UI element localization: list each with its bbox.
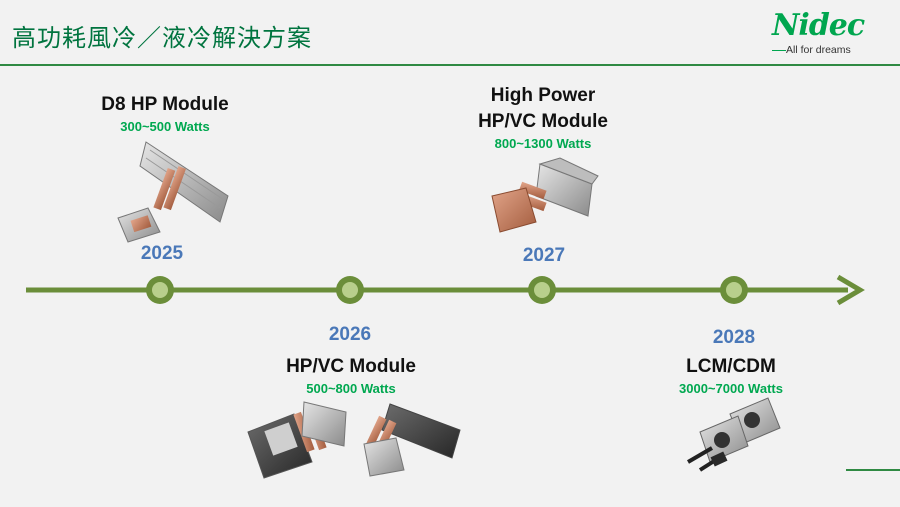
milestone-2025-label: D8 HP Module 300~500 Watts <box>80 92 250 136</box>
high-power-hp-vc-module-image <box>491 157 599 233</box>
product-name-line-1: High Power <box>490 85 596 106</box>
power-range: 800~1300 Watts <box>494 136 592 151</box>
power-range: 3000~7000 Watts <box>679 381 783 396</box>
milestone-node-2027 <box>528 276 556 304</box>
footer-divider <box>846 469 900 471</box>
product-name-line-2: HP/VC Module <box>478 111 608 132</box>
milestone-node-2025 <box>146 276 174 304</box>
milestone-node-2028 <box>720 276 748 304</box>
milestone-2027-label: High Power HP/VC Module 800~1300 Watts <box>458 83 628 153</box>
power-range: 500~800 Watts <box>306 381 396 396</box>
milestone-node-2026 <box>336 276 364 304</box>
lcm-cdm-image <box>686 397 781 472</box>
product-name: D8 HP Module <box>101 94 229 115</box>
year-2027: 2027 <box>522 245 566 266</box>
nidec-logo: Nidec All for dreams <box>772 8 882 58</box>
year-2025: 2025 <box>140 243 184 264</box>
logo-tag-rule <box>772 50 786 51</box>
hp-vc-module-image <box>247 401 461 479</box>
milestone-2028-label: LCM/CDM 3000~7000 Watts <box>646 354 816 398</box>
year-2028: 2028 <box>712 327 756 348</box>
logo-wordmark: Nidec <box>772 8 865 43</box>
milestone-2026-label: HP/VC Module 500~800 Watts <box>266 354 436 398</box>
product-name: LCM/CDM <box>686 356 776 377</box>
year-2026: 2026 <box>328 324 372 345</box>
power-range: 300~500 Watts <box>120 119 210 134</box>
logo-tagline: All for dreams <box>786 44 851 56</box>
d8-hp-module-image <box>117 141 229 243</box>
product-name: HP/VC Module <box>286 356 416 377</box>
page-title: 高功耗風冷／液冷解決方案 <box>12 24 312 52</box>
header-divider <box>0 64 900 66</box>
